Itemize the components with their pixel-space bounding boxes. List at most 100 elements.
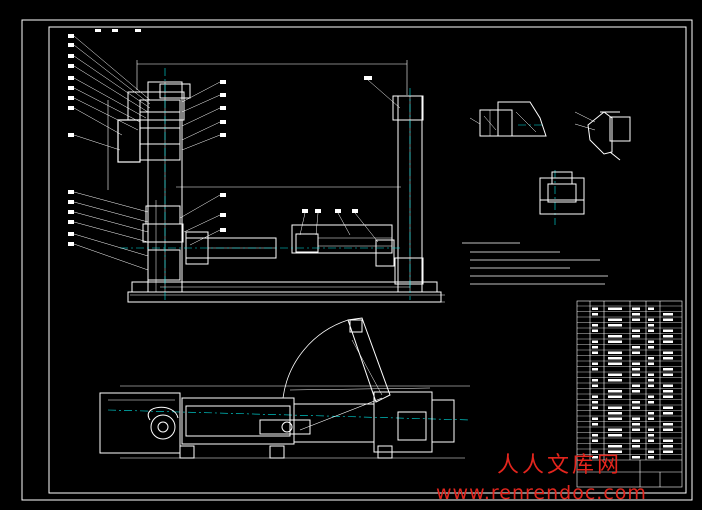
table-cell-mark: [632, 373, 640, 376]
table-cell-mark: [648, 401, 654, 404]
table-cell-mark: [648, 456, 654, 459]
table-cell-mark: [632, 417, 640, 420]
table-cell-mark: [648, 439, 654, 442]
table-cell-mark: [663, 390, 673, 393]
table-cell-mark: [648, 412, 654, 415]
table-cell-mark: [648, 384, 654, 387]
table-cell-mark: [592, 362, 598, 365]
table-cell-mark: [592, 313, 598, 316]
table-cell-mark: [648, 362, 654, 365]
inner-frame: [48, 26, 687, 494]
table-cell-mark: [663, 318, 673, 321]
table-cell-mark: [632, 428, 640, 431]
table-cell-mark: [608, 379, 622, 382]
table-cell-mark: [632, 445, 640, 448]
table-cell-mark: [632, 401, 640, 404]
table-cell-mark: [608, 450, 622, 453]
table-cell-mark: [592, 324, 598, 327]
table-cell-mark: [632, 318, 640, 321]
table-cell-mark: [592, 329, 598, 332]
table-cell-mark: [648, 417, 654, 420]
table-cell-mark: [663, 395, 673, 398]
plan-view: [99, 317, 470, 459]
table-cell-mark: [663, 406, 673, 409]
table-cell-mark: [648, 428, 654, 431]
table-cell-mark: [632, 456, 640, 459]
balloon-marks: [68, 29, 372, 246]
table-cell-mark: [608, 395, 622, 398]
table-cell-mark: [663, 450, 673, 453]
table-cell-mark: [663, 351, 673, 354]
table-cell-mark: [592, 395, 598, 398]
table-cell-mark: [608, 428, 622, 431]
table-cell-mark: [608, 362, 622, 365]
outer-border: [21, 19, 693, 501]
table-cell-mark: [663, 340, 673, 343]
table-cell-mark: [648, 373, 654, 376]
table-cell-mark: [632, 307, 640, 310]
table-cell-mark: [592, 417, 598, 420]
table-cell-mark: [592, 439, 598, 442]
centerlines: [107, 68, 556, 421]
table-cell-mark: [608, 357, 622, 360]
table-cell-mark: [592, 456, 598, 459]
table-cell-mark: [608, 412, 622, 415]
table-cell-mark: [608, 340, 622, 343]
table-cell-mark: [592, 307, 598, 310]
table-cell-mark: [648, 318, 654, 321]
table-cell-mark: [608, 351, 622, 354]
table-cell-mark: [632, 439, 640, 442]
table-cell-mark: [632, 368, 640, 371]
table-cell-mark: [592, 423, 598, 426]
table-cell-mark: [663, 313, 673, 316]
table-cell-mark: [592, 379, 598, 382]
parts-list-entries: [592, 307, 673, 459]
table-cell-mark: [663, 428, 673, 431]
table-cell-mark: [648, 395, 654, 398]
table-cell-mark: [592, 351, 598, 354]
leader-lines: [73, 35, 401, 271]
table-cell-mark: [632, 423, 640, 426]
table-cell-mark: [632, 346, 640, 349]
table-cell-mark: [632, 362, 640, 365]
watermark-url: www.renrendoc.com: [436, 482, 647, 504]
table-cell-mark: [648, 307, 654, 310]
table-cell-mark: [592, 406, 598, 409]
table-cell-mark: [663, 423, 673, 426]
table-cell-mark: [663, 329, 673, 332]
table-cell-mark: [592, 401, 598, 404]
table-cell-mark: [608, 434, 622, 437]
table-cell-mark: [632, 384, 640, 387]
table-cell-mark: [648, 340, 654, 343]
table-cell-mark: [608, 318, 622, 321]
table-cell-mark: [632, 335, 640, 338]
table-cell-mark: [592, 384, 598, 387]
table-cell-mark: [648, 324, 654, 327]
table-cell-mark: [648, 346, 654, 349]
table-cell-mark: [592, 340, 598, 343]
table-cell-mark: [632, 351, 640, 354]
table-cell-mark: [632, 390, 640, 393]
table-cell-mark: [608, 307, 622, 310]
table-cell-mark: [663, 384, 673, 387]
table-cell-mark: [592, 368, 598, 371]
table-cell-mark: [663, 335, 673, 338]
table-cell-mark: [648, 357, 654, 360]
parts-list-rows: [577, 305, 682, 455]
table-cell-mark: [608, 373, 622, 376]
table-cell-mark: [648, 329, 654, 332]
technical-notes: [462, 242, 608, 285]
table-cell-mark: [632, 313, 640, 316]
table-cell-mark: [663, 412, 673, 415]
detail-view-b: [574, 111, 631, 161]
table-cell-mark: [608, 445, 622, 448]
table-cell-mark: [608, 335, 622, 338]
table-cell-mark: [663, 368, 673, 371]
table-cell-mark: [632, 406, 640, 409]
detail-view-a: [469, 101, 547, 137]
table-cell-mark: [663, 357, 673, 360]
table-cell-mark: [592, 346, 598, 349]
table-cell-mark: [592, 450, 598, 453]
